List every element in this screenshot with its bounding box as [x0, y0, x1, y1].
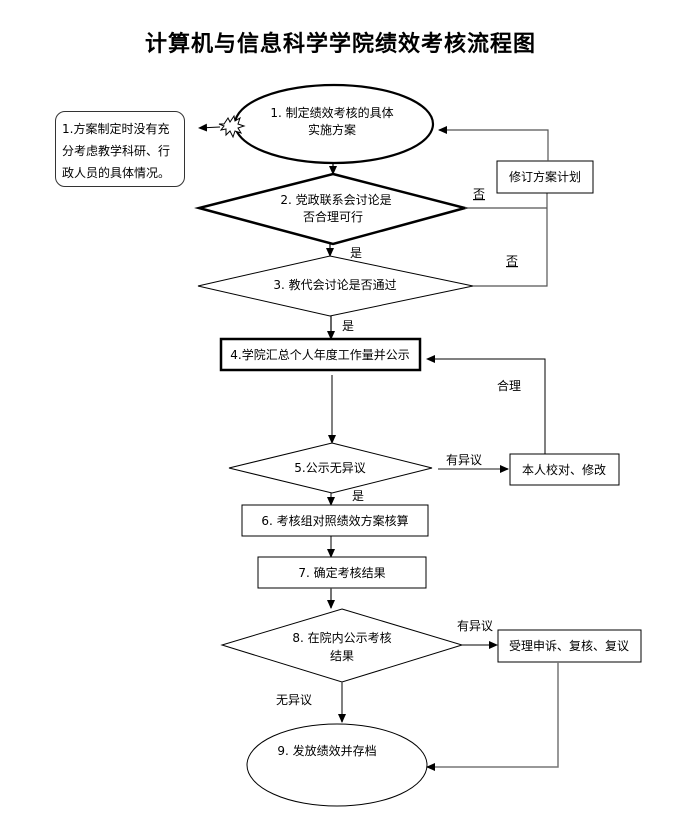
step3-label: 3. 教代会讨论是否通过	[273, 277, 396, 292]
arrow-selfcheck-to-4	[426, 355, 546, 454]
revise-plan-box	[496, 160, 594, 194]
step8-label-1: 8. 在院内公示考核	[292, 631, 391, 645]
step8-diamond	[220, 608, 464, 683]
revise-plan-label: 修订方案计划	[509, 169, 581, 184]
edge-label-no-2: 否	[506, 254, 518, 268]
arrow-appeal-to-9	[426, 662, 559, 771]
page-title: 计算机与信息科学学院绩效考核流程图	[144, 31, 536, 57]
step6-label: 6. 考核组对照绩效方案核算	[261, 513, 408, 528]
self-check-box	[509, 453, 620, 486]
self-check-label: 本人校对、修改	[522, 462, 606, 477]
edge-label-yes-5: 是	[352, 489, 364, 503]
edge-label-yes-2: 是	[350, 246, 362, 260]
step4-label: 4.学院汇总个人年度工作量并公示	[230, 347, 409, 362]
appeal-label: 受理申诉、复核、复议	[509, 639, 629, 653]
step5-diamond	[228, 442, 433, 494]
step9-label: 9. 发放绩效并存档	[277, 743, 376, 758]
edge-label-no-1: 否	[473, 187, 485, 201]
step2-label-2: 否合理可行	[303, 209, 363, 224]
edge-label-reasonable: 合理	[497, 378, 521, 393]
step1-label-1: 1. 制定绩效考核的具体	[270, 105, 393, 120]
edge-label-objection-8: 有异议	[457, 619, 493, 633]
step2-diamond	[194, 172, 470, 246]
arrow-to-note	[198, 123, 221, 132]
arrow-revise-to-1	[438, 126, 549, 161]
step2-label-1: 2. 党政联系会讨论是	[280, 192, 391, 207]
step3-diamond	[197, 255, 474, 317]
step7-label: 7. 确定考核结果	[298, 565, 385, 580]
no-line-3	[473, 193, 548, 287]
edge-label-no-objection-8: 无异议	[276, 693, 312, 707]
step6-box	[241, 504, 429, 537]
callout-note: 1.方案制定时没有充分考虑教学科研、行政人员的具体情况。	[55, 111, 185, 187]
step5-label: 5.公示无异议	[294, 461, 365, 475]
step7-box	[257, 556, 427, 589]
edge-label-yes-3: 是	[342, 319, 354, 333]
explosion-icon	[218, 114, 246, 139]
step1-label-2: 实施方案	[308, 122, 356, 137]
appeal-box	[497, 629, 642, 663]
edge-label-objection-5: 有异议	[446, 453, 482, 467]
step4-box	[219, 337, 422, 372]
step9-ellipse	[246, 723, 428, 807]
step8-label-2: 结果	[330, 649, 354, 663]
